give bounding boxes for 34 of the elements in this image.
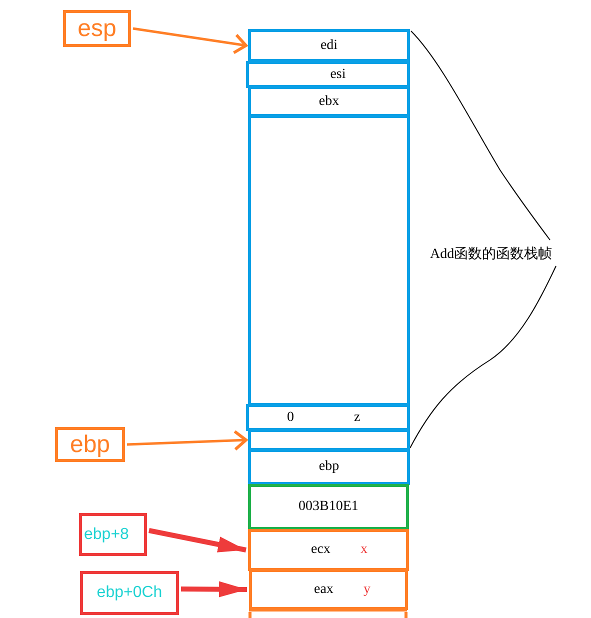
cell-text: ebx [318, 94, 340, 108]
cell-text: esp [78, 16, 116, 40]
arrow [126, 430, 248, 451]
cell-text: ebp [70, 432, 110, 456]
variable-name: y [363, 582, 370, 596]
register-label [63, 10, 131, 47]
variable-name: z [354, 410, 360, 424]
arrow [148, 528, 246, 552]
return-address-cell [248, 484, 409, 530]
stack-cell [248, 429, 410, 451]
stack-cell [248, 449, 410, 485]
offset-label [79, 513, 147, 556]
stack-cell [249, 569, 408, 610]
cell-text: edi [320, 38, 338, 52]
cell-text: esi [330, 68, 346, 82]
stack-cell [246, 404, 410, 431]
cell-text: ebp+0Ch [96, 585, 162, 601]
stack-cell [248, 29, 410, 62]
bracket-label: Add函数的函数栈帧 [430, 248, 552, 262]
cell-text: ecx [311, 543, 330, 557]
offset-label [80, 571, 179, 615]
cell-text: ebp+8 [84, 526, 129, 542]
stack-cell [246, 61, 410, 88]
cell-text: 003B10E1 [298, 500, 358, 514]
arrow [132, 27, 248, 54]
stack-cell [248, 86, 410, 117]
cell-text: ebp [318, 460, 340, 474]
stack-cell [248, 529, 409, 571]
cell-text: eax [314, 582, 334, 596]
stack-region [248, 115, 410, 406]
variable-name: x [360, 543, 368, 557]
cell-text: 0 [287, 410, 294, 424]
register-label [55, 427, 125, 462]
arrow [180, 581, 248, 598]
